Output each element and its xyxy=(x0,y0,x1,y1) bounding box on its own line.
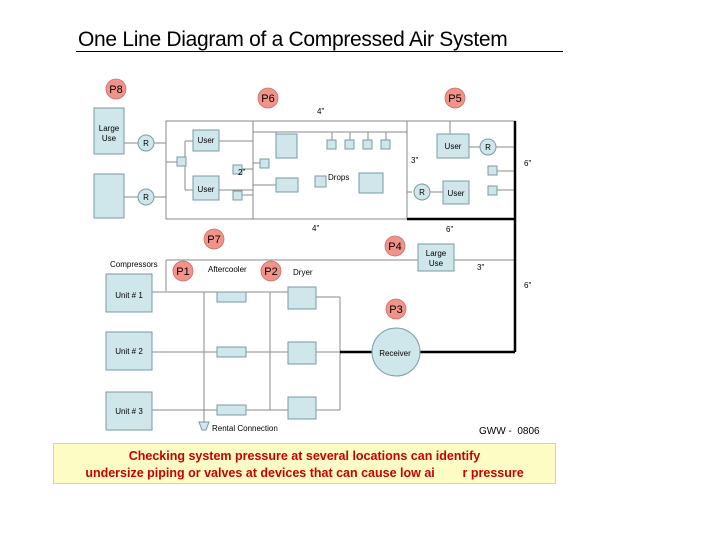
user-label: User xyxy=(198,136,215,145)
user-top-right xyxy=(436,133,470,159)
pressure-point-p1 xyxy=(172,260,194,282)
pressure-point-p6-label: P6 xyxy=(261,93,274,105)
large-use-tank xyxy=(93,173,125,219)
pressure-point-p7 xyxy=(203,228,225,250)
unit-1-label: Unit # 1 xyxy=(115,291,143,300)
aftercooler-label: Aftercooler xyxy=(208,265,247,274)
pressure-point-p2 xyxy=(260,260,282,282)
large-use-right xyxy=(417,243,455,272)
dryer-label: Dryer xyxy=(293,268,313,277)
unit-2-box xyxy=(105,331,153,371)
pressure-point-p7-label: P7 xyxy=(207,234,220,246)
receiver-tank xyxy=(371,327,421,377)
caption-note: Checking system pressure at several loca… xyxy=(53,443,556,484)
unit-1-box xyxy=(105,273,153,313)
unit-3-box xyxy=(105,391,153,431)
pressure-point-p2-label: P2 xyxy=(264,266,277,278)
pipe-size-4in-top: 4" xyxy=(317,107,324,116)
pressure-point-p4-label: P4 xyxy=(388,241,401,253)
user-bottom-left xyxy=(192,175,220,201)
regulator-right-top xyxy=(479,138,497,156)
components xyxy=(93,107,498,431)
pressure-point-p3 xyxy=(385,298,407,320)
regulator-label: R xyxy=(419,188,425,197)
regulator-label: R xyxy=(143,193,149,202)
main-header-pipe xyxy=(340,121,517,354)
author-credit: GWW - 0806 xyxy=(479,426,540,437)
pressure-point-p8 xyxy=(105,78,127,100)
large-use-left xyxy=(93,107,125,155)
pipe-size-3in-lower: 3" xyxy=(477,263,484,272)
regulator-right-bottom xyxy=(413,183,431,201)
pressure-point-p4 xyxy=(384,235,406,257)
regulator-label: R xyxy=(485,143,491,152)
regulator-label: R xyxy=(143,139,149,148)
user-label: User xyxy=(198,185,215,194)
title-underline xyxy=(76,51,563,52)
pressure-point-p1-label: P1 xyxy=(176,266,189,278)
rental-connection-label: Rental Connection xyxy=(212,424,278,433)
receiver-label: Receiver xyxy=(379,349,411,358)
pipe-size-6in-mid: 6" xyxy=(446,225,453,234)
unit-2-label: Unit # 2 xyxy=(115,347,143,356)
pipe-size-2in: 2" xyxy=(238,168,245,177)
user-label: User xyxy=(445,142,462,151)
regulator-left-bottom xyxy=(137,188,155,206)
pressure-point-p5-label: P5 xyxy=(448,93,461,105)
page-title: One Line Diagram of a Compressed Air Sys… xyxy=(78,28,508,51)
caption-line-1: Checking system pressure at several loca… xyxy=(128,449,481,463)
pipe-size-6in-right-bottom: 6" xyxy=(524,281,531,290)
regulator-left-top xyxy=(137,134,155,152)
compressors-label: Compressors xyxy=(110,260,158,269)
user-top-left xyxy=(192,129,220,152)
pressure-points xyxy=(105,78,466,320)
pressure-point-p5 xyxy=(444,87,466,109)
regulators xyxy=(137,134,497,206)
pressure-point-p3-label: P3 xyxy=(389,304,402,316)
pipe-size-4in-bottom: 4" xyxy=(312,224,319,233)
unit-3-label: Unit # 3 xyxy=(115,407,143,416)
drops-label: Drops xyxy=(328,173,349,182)
pressure-point-p8-label: P8 xyxy=(109,84,122,96)
pressure-point-p6 xyxy=(257,87,279,109)
user-bottom-right xyxy=(442,180,470,205)
pipe-size-6in-right-top: 6" xyxy=(524,159,531,168)
user-label: User xyxy=(448,189,465,198)
caption-line-2: undersize piping or valves at devices th… xyxy=(85,466,524,480)
pipe-size-3in-upper: 3" xyxy=(411,156,418,165)
